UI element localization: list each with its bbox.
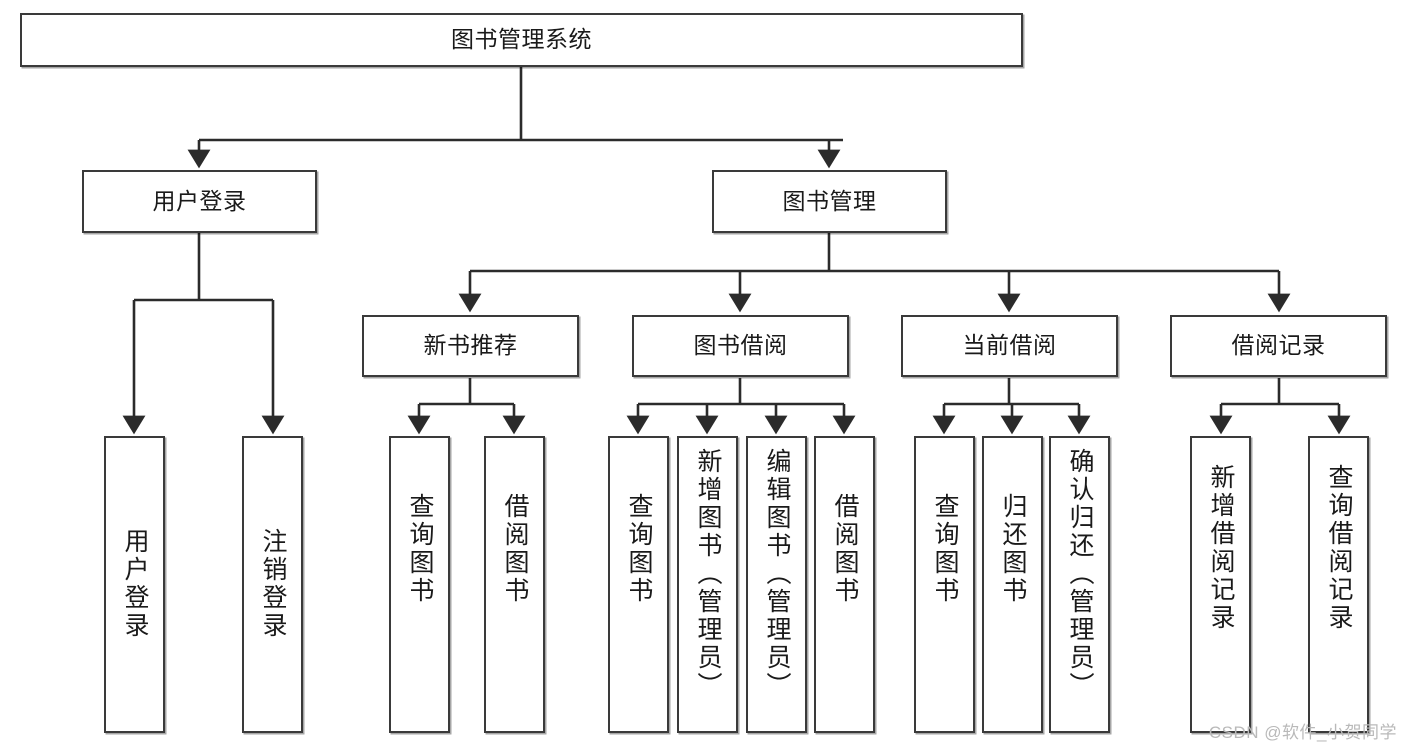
node-root-system[interactable]: 图书管理系统 [20,13,1023,67]
node-leaf-user-login-label: 用户登录 [121,528,149,640]
node-root-system-label: 图书管理系统 [451,26,592,53]
node-leaf-add-borrow-record[interactable]: 新增借阅记录 [1190,436,1251,733]
node-leaf-add-borrow-record-label: 新增借阅记录 [1207,464,1235,632]
node-leaf-query-book-current[interactable]: 查询图书 [914,436,975,733]
node-leaf-borrow-book-borrow-label: 借阅图书 [831,493,859,605]
node-leaf-borrow-book-newbook[interactable]: 借阅图书 [484,436,545,733]
node-borrow-records-label: 借阅记录 [1231,332,1326,359]
node-current-borrow-label: 当前借阅 [962,332,1057,359]
node-leaf-return-book[interactable]: 归还图书 [982,436,1043,733]
node-leaf-query-borrow-record-label: 查询借阅记录 [1325,464,1353,632]
node-leaf-logout[interactable]: 注销登录 [242,436,303,733]
node-book-management[interactable]: 图书管理 [712,170,947,233]
node-book-borrow[interactable]: 图书借阅 [632,315,849,377]
node-new-book-recommend-label: 新书推荐 [423,332,518,359]
node-leaf-return-book-label: 归还图书 [999,493,1027,605]
node-leaf-confirm-return-admin[interactable]: 确认归还（管理员） [1049,436,1110,733]
node-leaf-query-book-borrow-label: 查询图书 [625,493,653,605]
node-leaf-query-book-current-label: 查询图书 [931,493,959,605]
node-leaf-user-login[interactable]: 用户登录 [104,436,165,733]
node-leaf-borrow-book-borrow[interactable]: 借阅图书 [814,436,875,733]
node-leaf-logout-label: 注销登录 [259,528,287,640]
node-leaf-query-borrow-record[interactable]: 查询借阅记录 [1308,436,1369,733]
node-leaf-query-book-newbook[interactable]: 查询图书 [389,436,450,733]
node-borrow-records[interactable]: 借阅记录 [1170,315,1387,377]
node-leaf-query-book-borrow[interactable]: 查询图书 [608,436,669,733]
node-new-book-recommend[interactable]: 新书推荐 [362,315,579,377]
node-book-management-label: 图书管理 [782,187,877,214]
node-leaf-edit-book-admin-label: 编辑图书（管理员） [763,448,791,700]
node-leaf-confirm-return-admin-label: 确认归还（管理员） [1066,448,1094,700]
csdn-watermark: CSDN @软件_小贺同学 [1208,723,1397,742]
node-user-login-label: 用户登录 [152,187,247,214]
node-leaf-add-book-admin[interactable]: 新增图书（管理员） [677,436,738,733]
node-leaf-borrow-book-newbook-label: 借阅图书 [501,493,529,605]
node-leaf-add-book-admin-label: 新增图书（管理员） [694,448,722,700]
node-leaf-query-book-newbook-label: 查询图书 [406,493,434,605]
node-book-borrow-label: 图书借阅 [693,332,788,359]
node-user-login[interactable]: 用户登录 [82,170,317,233]
node-current-borrow[interactable]: 当前借阅 [901,315,1118,377]
node-leaf-edit-book-admin[interactable]: 编辑图书（管理员） [746,436,807,733]
